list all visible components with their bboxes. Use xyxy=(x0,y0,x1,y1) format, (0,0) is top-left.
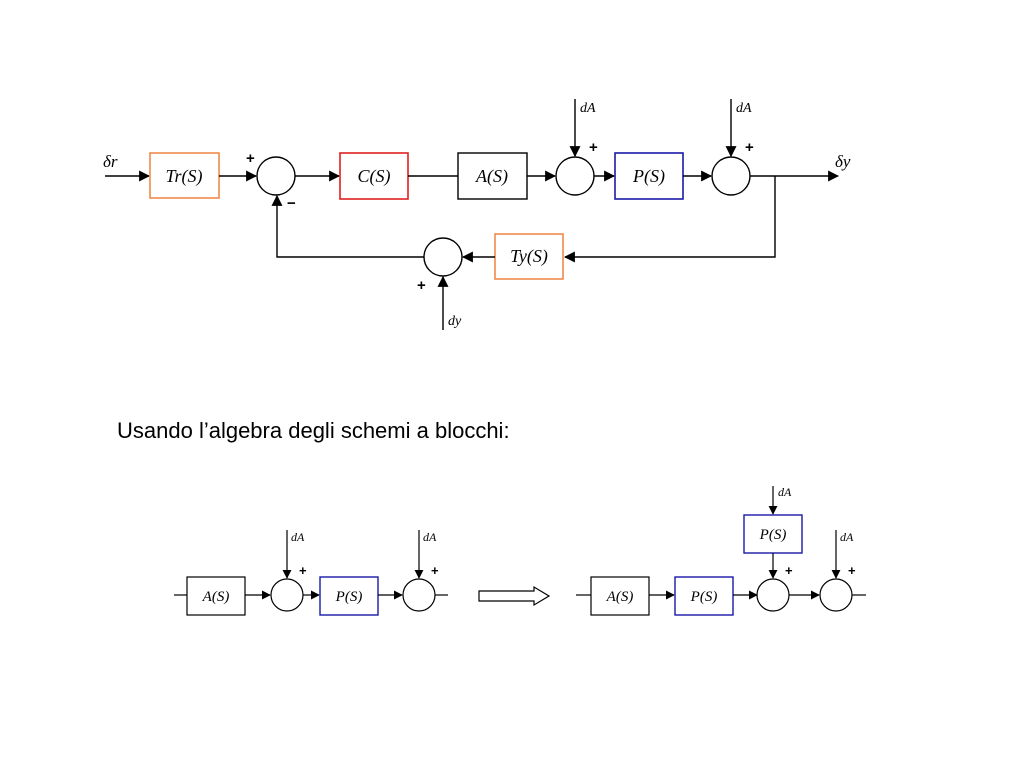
sum3-plus-sign: + xyxy=(745,139,754,156)
ty-block-label: Ty(S) xyxy=(510,246,548,267)
br-sum2-plus-sign: + xyxy=(848,563,856,578)
feedback-line xyxy=(563,176,776,263)
br-a-block xyxy=(590,576,650,616)
bl-p-block xyxy=(319,576,379,616)
br-summing-junction-2 xyxy=(819,578,853,612)
slide-caption: Usando l’algebra degli schemi a blocchi: xyxy=(117,418,510,443)
p-block-label: P(S) xyxy=(632,166,665,187)
summing-junction-1 xyxy=(256,156,296,196)
bl-p-block-label: P(S) xyxy=(335,589,363,605)
br-p-block xyxy=(674,576,734,616)
bl-a-block xyxy=(186,576,246,616)
br-sum1-plus-sign: + xyxy=(785,563,793,578)
bl-da1-label: dA xyxy=(291,530,305,544)
top-feedback-diagram xyxy=(105,99,840,330)
equivalence-arrow xyxy=(478,585,551,607)
bottom-right-diagram xyxy=(576,486,866,616)
summing-junction-2 xyxy=(555,156,595,196)
sum1-plus-sign: + xyxy=(246,150,255,167)
bl-sum2-plus-sign: + xyxy=(431,563,439,578)
br-p-block-label: P(S) xyxy=(690,589,718,605)
sum1-minus-sign: − xyxy=(287,195,296,212)
da1-label: dA xyxy=(580,101,596,116)
bottom-left-diagram xyxy=(174,530,448,616)
a-block-label: A(S) xyxy=(475,166,508,187)
c-block-label: C(S) xyxy=(358,166,391,187)
sum4-plus-sign: + xyxy=(417,277,426,294)
bl-a-block-label: A(S) xyxy=(202,589,230,605)
dy-label: dy xyxy=(448,314,462,329)
summing-junction-4 xyxy=(423,237,463,277)
bl-da2-label: dA xyxy=(423,530,437,544)
br-a-block-label: A(S) xyxy=(606,589,634,605)
sum4-to-sum1-feedback xyxy=(271,194,424,258)
output-label: δy xyxy=(835,152,851,171)
summing-junction-3 xyxy=(711,156,751,196)
sum2-plus-sign: + xyxy=(589,139,598,156)
br-da1-label: dA xyxy=(778,485,792,499)
br-summing-junction-1 xyxy=(756,578,790,612)
bl-summing-junction-1 xyxy=(270,578,304,612)
br-da2-label: dA xyxy=(840,530,854,544)
tr-block-label: Tr(S) xyxy=(165,166,202,187)
da2-label: dA xyxy=(736,101,752,116)
bl-summing-junction-2 xyxy=(402,578,436,612)
input-label: δr xyxy=(103,152,118,171)
bl-sum1-plus-sign: + xyxy=(299,563,307,578)
br-p-disturbance-label: P(S) xyxy=(759,527,787,543)
